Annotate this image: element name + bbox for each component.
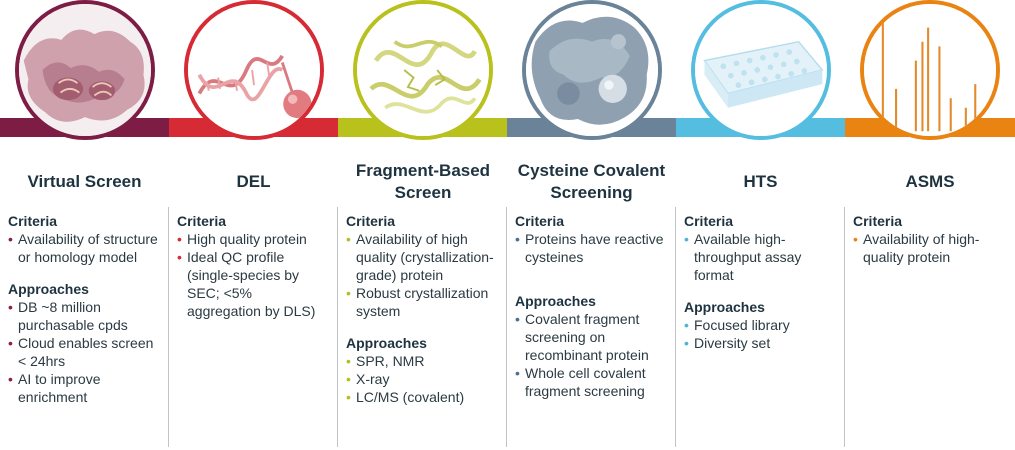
criteria-heading: Criteria bbox=[346, 213, 396, 229]
title-del: DEL bbox=[236, 172, 271, 191]
list-item: Whole cell covalent fragment screening bbox=[515, 364, 667, 400]
title-cysteine: Cysteine Covalent Screening bbox=[517, 161, 666, 202]
protein-ribbon-icon bbox=[357, 4, 489, 136]
criteria-heading: Criteria bbox=[177, 213, 227, 229]
list-item: LC/MS (covalent) bbox=[346, 388, 498, 406]
del-circle bbox=[184, 0, 324, 140]
mass-spectrum-icon bbox=[864, 4, 996, 136]
fragment-circle bbox=[353, 0, 493, 140]
title-fragment: Fragment-Based Screen bbox=[355, 161, 491, 202]
dna-bead-icon bbox=[188, 4, 320, 136]
criteria-heading: Criteria bbox=[8, 213, 58, 229]
divider bbox=[675, 207, 676, 447]
column-asms: Criteria Availability of high-quality pr… bbox=[845, 212, 1010, 280]
column-fragment: Criteria Availability of high quality (c… bbox=[338, 212, 498, 420]
protein-surface-icon bbox=[19, 4, 151, 136]
column-del: Criteria High quality protein Ideal QC p… bbox=[169, 212, 329, 334]
list-item: X-ray bbox=[346, 370, 498, 388]
divider bbox=[337, 207, 338, 447]
approaches-heading: Approaches bbox=[515, 293, 596, 309]
approaches-heading: Approaches bbox=[8, 281, 89, 297]
list-item: Robust crystallization system bbox=[346, 284, 498, 320]
list-item: DB ~8 million purchasable cpds bbox=[8, 298, 160, 334]
criteria-heading: Criteria bbox=[853, 213, 903, 229]
column-hts: Criteria Available high-throughput assay… bbox=[676, 212, 836, 366]
list-item: SPR, NMR bbox=[346, 352, 498, 370]
list-item: Proteins have reactive cysteines bbox=[515, 230, 667, 266]
criteria-heading: Criteria bbox=[684, 213, 734, 229]
well-plate-icon bbox=[695, 4, 827, 136]
asms-circle bbox=[860, 0, 1000, 140]
hts-circle bbox=[691, 0, 831, 140]
approaches-heading: Approaches bbox=[346, 335, 427, 351]
title-asms: ASMS bbox=[905, 172, 955, 191]
title-virtual-screen: Virtual Screen bbox=[27, 172, 142, 191]
list-item: Covalent fragment screening on recombina… bbox=[515, 310, 667, 364]
list-item: AI to improve enrichment bbox=[8, 370, 160, 406]
list-item: Availability of high-quality protein bbox=[853, 230, 1010, 266]
list-item: Availability of structure or homology mo… bbox=[8, 230, 160, 266]
title-hts: HTS bbox=[743, 172, 778, 191]
column-cysteine: Criteria Proteins have reactive cysteine… bbox=[507, 212, 667, 414]
divider bbox=[168, 207, 169, 447]
divider bbox=[844, 207, 845, 447]
divider bbox=[506, 207, 507, 447]
list-item: Focused library bbox=[684, 316, 836, 334]
criteria-heading: Criteria bbox=[515, 213, 565, 229]
approaches-heading: Approaches bbox=[684, 299, 765, 315]
virtual-screen-circle bbox=[15, 0, 155, 140]
covalent-protein-icon bbox=[526, 4, 658, 136]
list-item: Ideal QC profile (single-species by SEC;… bbox=[177, 248, 329, 320]
column-virtual-screen: Criteria Availability of structure or ho… bbox=[0, 212, 160, 420]
list-item: Available high-throughput assay format bbox=[684, 230, 836, 284]
list-item: Cloud enables screen < 24hrs bbox=[8, 334, 160, 370]
list-item: Diversity set bbox=[684, 334, 836, 352]
list-item: Availability of high quality (crystalliz… bbox=[346, 230, 498, 284]
list-item: High quality protein bbox=[177, 230, 329, 248]
cysteine-circle bbox=[522, 0, 662, 140]
